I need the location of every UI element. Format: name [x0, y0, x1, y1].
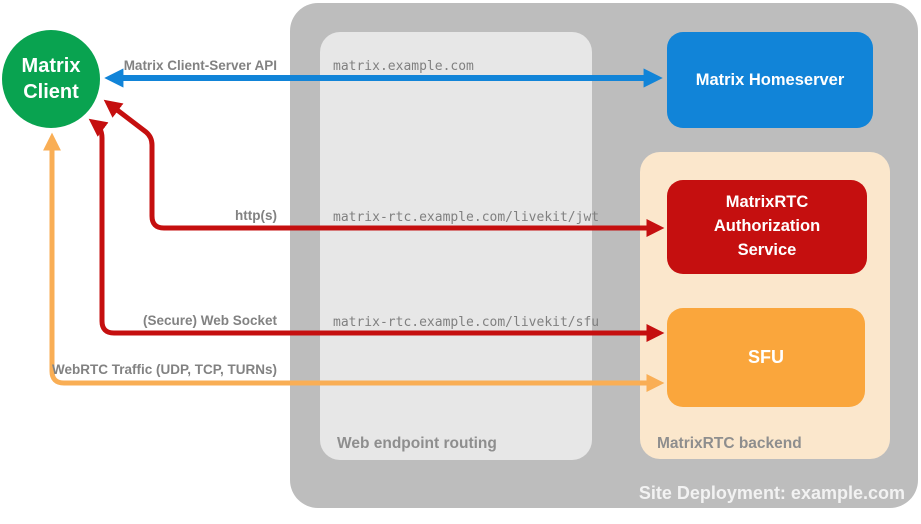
https-arrow-label: http(s)	[235, 208, 277, 223]
webrtc-traffic-arrow-label: WebRTC Traffic (UDP, TCP, TURNs)	[51, 362, 277, 377]
matrixrtc-backend-panel-label: MatrixRTC backend	[657, 435, 802, 452]
web-endpoint-routing-panel	[320, 32, 592, 460]
sfu-label: SFU	[748, 347, 784, 367]
site-deployment-label: Site Deployment: example.com	[638, 483, 905, 503]
matrixrtc-auth-service-node: MatrixRTC Authorization Service	[667, 180, 867, 274]
matrix-client-label-line1: Matrix	[21, 55, 81, 77]
matrix-homeserver-label: Matrix Homeserver	[695, 70, 845, 89]
web-endpoint-routing-panel-label: Web endpoint routing	[337, 435, 497, 452]
sfu-node: SFU	[667, 308, 865, 407]
matrix-homeserver-node: Matrix Homeserver	[667, 32, 873, 128]
web-socket-arrow-label: (Secure) Web Socket	[142, 313, 277, 328]
endpoint-livekit-sfu: matrix-rtc.example.com/livekit/sfu	[333, 315, 600, 330]
client-server-api-arrow-label: Matrix Client-Server API	[123, 58, 277, 73]
matrix-client-node: Matrix Client	[2, 30, 100, 128]
endpoint-livekit-jwt: matrix-rtc.example.com/livekit/jwt	[333, 210, 600, 225]
endpoint-matrix-example-com: matrix.example.com	[333, 59, 474, 74]
matrix-client-label-line2: Client	[23, 81, 79, 103]
matrixrtc-auth-service-label: MatrixRTC Authorization Service	[713, 193, 821, 259]
